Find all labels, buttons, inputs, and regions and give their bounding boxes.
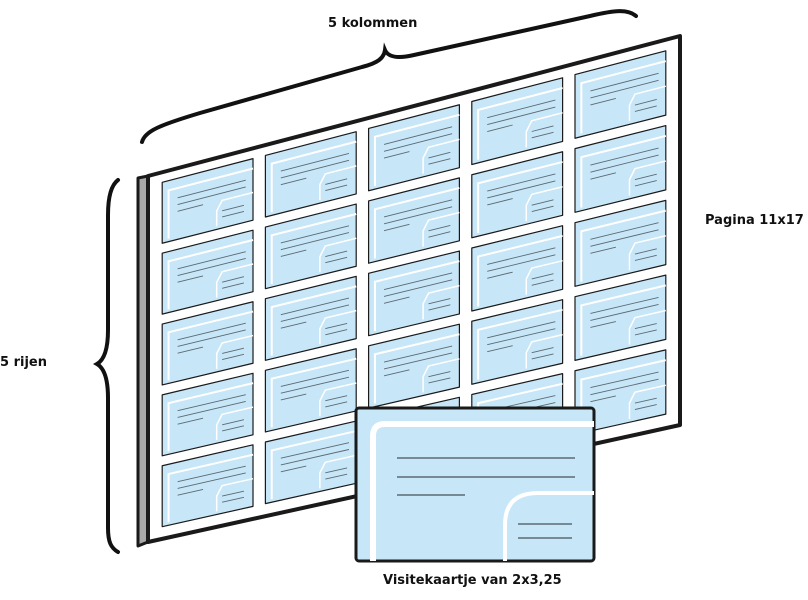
grid-card — [264, 275, 357, 361]
grid-card — [161, 229, 254, 315]
grid-card — [471, 225, 564, 312]
card-inner-border — [370, 421, 594, 561]
grid-card — [161, 301, 254, 386]
grid-card — [471, 299, 564, 385]
grid-card — [367, 104, 461, 192]
card-inner-panel — [503, 491, 594, 561]
grid-card — [367, 177, 461, 264]
grid-card — [574, 274, 667, 361]
grid-card — [264, 420, 357, 505]
columns-brace — [140, 9, 638, 144]
grid-card — [574, 199, 667, 287]
page-size-label: Pagina 11x17 — [705, 213, 804, 228]
grid-card — [574, 125, 667, 213]
enlarged-business-card — [354, 406, 596, 563]
rows-label: 5 rijen — [0, 355, 47, 370]
grid-card — [264, 203, 357, 290]
grid-card — [161, 158, 254, 244]
grid-card — [367, 250, 461, 337]
grid-card — [574, 50, 667, 139]
rows-brace — [92, 178, 120, 554]
grid-card — [161, 444, 254, 528]
grid-card — [161, 372, 254, 457]
grid-card — [471, 151, 564, 239]
grid-card — [471, 77, 564, 166]
grid-card — [367, 323, 461, 409]
columns-label: 5 kolommen — [328, 16, 418, 31]
grid-card — [264, 131, 357, 218]
card-size-label: Visitekaartje van 2x3,25 — [383, 573, 562, 588]
